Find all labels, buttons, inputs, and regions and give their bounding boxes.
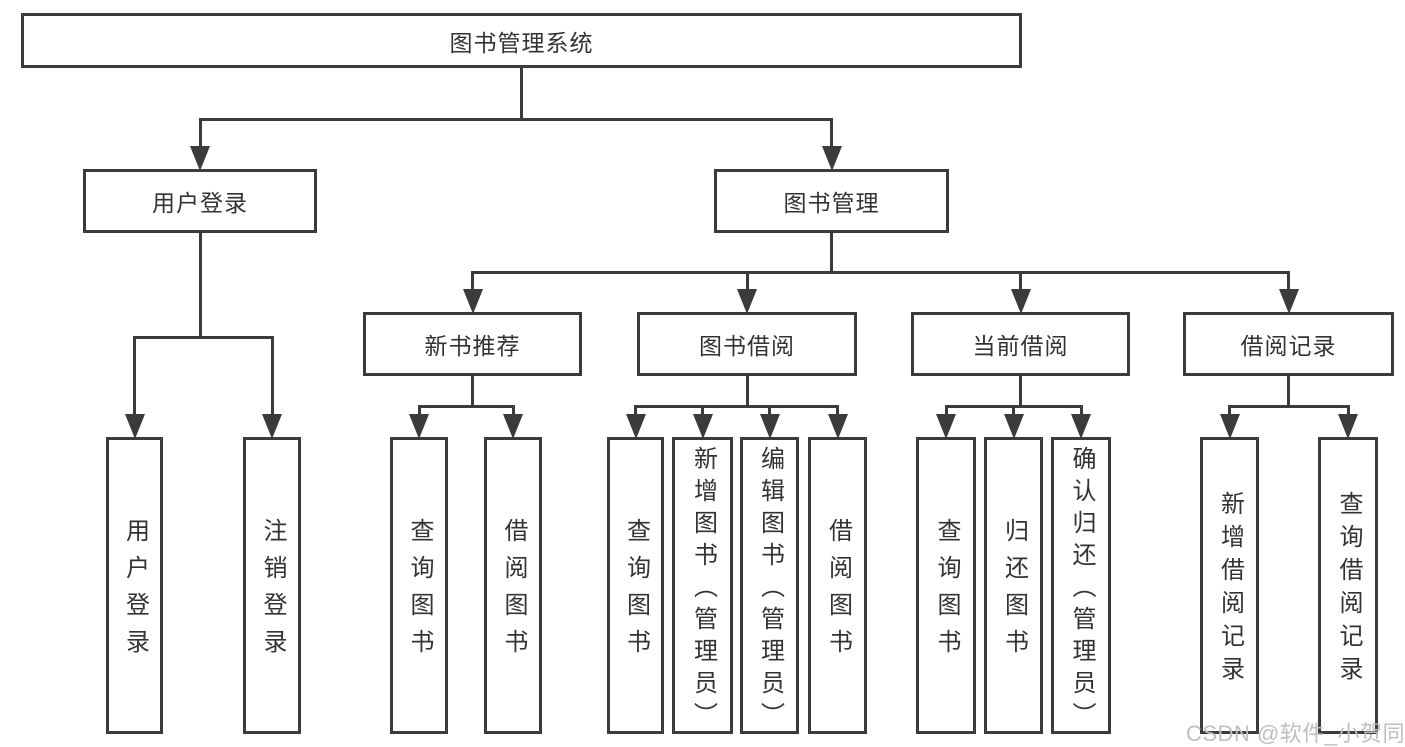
line-rail-user-login [133,336,274,339]
line-shaft-leaf-user-login [133,336,136,418]
node-label: 新增借阅记录 [1216,491,1244,689]
line-shaft-user-login [198,118,202,150]
node-label: 借阅记录 [1240,333,1337,359]
line-shaft-leaf-search-book-b [634,405,637,418]
node-leaf-borrow-book-b: 借阅图书 [808,437,867,734]
line-shaft-new-book-rec [471,271,474,293]
node-leaf-add-record: 新增借阅记录 [1200,437,1259,734]
line-rail-book-mgmt [471,271,1290,274]
node-leaf-confirm-return: 确认归还（管理员） [1051,437,1111,734]
line-trunk-current-borrow [1019,374,1022,408]
node-leaf-add-book: 新增图书（管理员） [672,437,733,734]
arrow-down-borrow-record [1278,289,1299,314]
node-label: 新增图书（管理员） [689,445,717,734]
node-book-mgmt: 图书管理 [714,169,949,233]
line-shaft-leaf-borrow-book-b [836,405,839,418]
arrow-down-leaf-edit-book [759,414,780,439]
line-shaft-leaf-search-book-a [417,405,421,418]
node-root: 图书管理系统 [21,13,1022,68]
line-shaft-current-borrow [1019,271,1022,293]
line-shaft-leaf-add-record [1228,405,1231,418]
line-rail-book-borrow [634,405,839,408]
arrow-down-leaf-borrow-book-a [503,414,523,439]
node-leaf-search-book-c: 查询图书 [916,437,976,734]
line-shaft-leaf-edit-book [768,405,771,418]
node-label: 确认归还（管理员） [1068,445,1095,734]
node-label: 编辑图书（管理员） [756,445,784,734]
node-label: 借阅图书 [500,518,527,666]
node-label: 图书管理 [783,190,880,216]
line-shaft-borrow-record [1287,271,1290,293]
node-label: 查询图书 [406,518,433,666]
node-leaf-search-record: 查询借阅记录 [1318,437,1378,734]
arrow-down-leaf-borrow-book-b [827,414,848,439]
line-shaft-leaf-logout [270,336,274,418]
line-trunk-book-mgmt [830,231,833,274]
line-shaft-book-mgmt [830,118,833,150]
node-label: 查询图书 [933,518,960,666]
line-shaft-book-borrow [745,271,749,293]
node-label: 图书管理系统 [449,29,594,56]
node-user-login: 用户登录 [83,169,317,233]
line-trunk-user-login [198,231,202,339]
line-rail-new-book-rec [417,405,515,408]
arrow-down-leaf-user-login [124,414,145,439]
node-label: 归还图书 [1000,518,1028,666]
arrow-down-leaf-logout [262,414,282,439]
arrow-down-book-borrow [737,289,757,314]
arrow-down-leaf-confirm-return [1071,414,1091,439]
node-leaf-edit-book: 编辑图书（管理员） [740,437,799,734]
node-new-book-rec: 新书推荐 [363,312,582,376]
arrow-down-leaf-search-book-c [936,414,956,439]
line-trunk-borrow-record [1287,374,1290,408]
node-label: 注销登录 [259,518,286,666]
line-trunk-book-borrow [745,374,749,408]
node-label: 借阅图书 [824,518,852,666]
node-label: 用户登录 [152,190,248,216]
line-trunk-new-book-rec [471,374,474,408]
node-leaf-search-book-b: 查询图书 [607,437,664,734]
node-label: 用户登录 [121,518,149,666]
arrow-down-leaf-search-book-b [625,414,646,439]
arrow-down-user-login [190,146,210,171]
line-shaft-leaf-search-book-c [944,405,948,418]
arrow-down-book-mgmt [821,146,842,171]
node-current-borrow: 当前借阅 [911,312,1130,376]
arrow-down-leaf-add-book [692,414,713,439]
node-leaf-return-book: 归还图书 [984,437,1043,734]
node-label: 新书推荐 [424,333,521,359]
line-shaft-leaf-confirm-return [1079,405,1083,418]
node-leaf-search-book-a: 查询图书 [390,437,448,734]
node-label: 查询图书 [622,518,650,666]
node-leaf-logout: 注销登录 [243,437,301,734]
arrow-down-new-book-rec [462,289,483,314]
node-label: 当前借阅 [972,333,1069,359]
line-rail-root [198,118,833,121]
csdn-watermark: CSDN @软件_小贺同学 [1186,721,1405,746]
node-label: 图书借阅 [699,333,795,359]
line-shaft-leaf-return-book [1012,405,1015,418]
line-shaft-leaf-add-book [701,405,704,418]
arrow-down-leaf-add-record [1219,414,1240,439]
line-shaft-leaf-search-record [1346,405,1350,418]
node-label: 查询借阅记录 [1335,491,1362,689]
arrow-down-leaf-return-book [1003,414,1024,439]
node-book-borrow: 图书借阅 [637,312,857,376]
arrow-down-current-borrow [1010,289,1031,314]
node-leaf-borrow-book-a: 借阅图书 [484,437,542,734]
line-shaft-leaf-borrow-book-a [511,405,515,418]
node-leaf-user-login: 用户登录 [106,437,163,734]
line-trunk-root [520,66,523,121]
node-borrow-record: 借阅记录 [1183,312,1394,376]
arrow-down-leaf-search-book-a [409,414,429,439]
line-rail-borrow-record [1228,405,1350,408]
arrow-down-leaf-search-record [1338,414,1358,439]
